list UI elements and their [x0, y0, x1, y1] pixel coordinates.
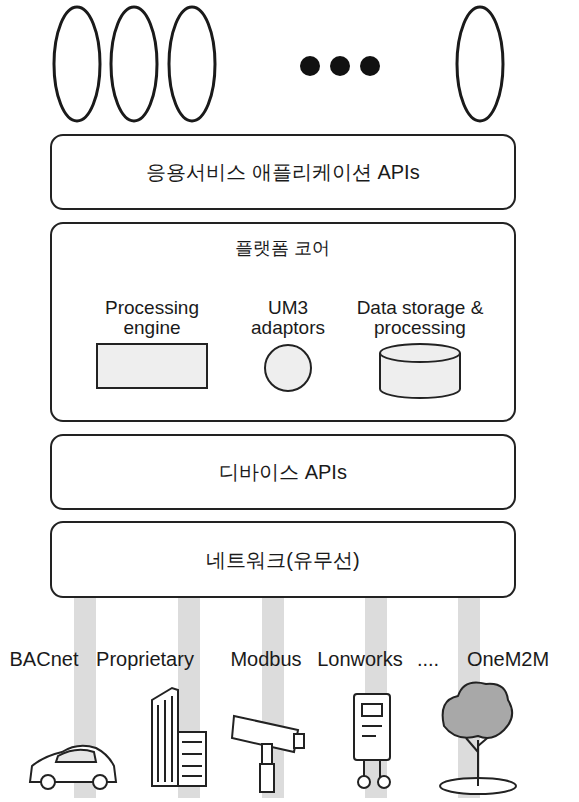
core-component: Data storage & processing — [330, 298, 510, 400]
protocol-label: .... — [417, 648, 439, 671]
protocol-label: OneM2M — [467, 648, 549, 671]
protocol-label: Proprietary — [96, 648, 194, 671]
layer-label: 네트워크(유무선) — [206, 548, 359, 572]
core-component: UM3 adaptors — [238, 298, 338, 394]
car-icon — [30, 746, 116, 789]
layer-box: 디바이스 APIs — [50, 434, 516, 510]
component-label: Data storage & processing — [330, 298, 510, 338]
circuit-icon — [354, 694, 390, 788]
cyl-symbol — [377, 342, 463, 400]
protocol-label: Modbus — [230, 648, 301, 671]
camera-icon — [232, 716, 304, 792]
layer-label: 디바이스 APIs — [219, 460, 347, 484]
protocol-label: BACnet — [10, 648, 79, 671]
protocol-label: Lonworks — [317, 648, 403, 671]
application-oval — [54, 7, 503, 121]
circle-symbol — [262, 342, 314, 394]
building-icon — [152, 688, 206, 786]
component-label: UM3 adaptors — [238, 298, 338, 338]
rect-symbol — [95, 342, 209, 390]
layer-label: 응용서비스 애플리케이션 APIs — [146, 160, 419, 184]
layer-box: 네트워크(유무선) — [50, 521, 516, 598]
component-label: Processing engine — [80, 298, 224, 338]
layer-label: 플랫폼 코어 — [52, 238, 514, 260]
platform-core-box: 플랫폼 코어 Processing engine UM3 adaptorsData … — [50, 222, 516, 422]
connection-band — [74, 598, 480, 798]
ellipsis-dots — [300, 56, 380, 76]
tree-icon — [440, 683, 516, 795]
layer-box: 응용서비스 애플리케이션 APIs — [50, 134, 516, 210]
core-component: Processing engine — [80, 298, 224, 390]
